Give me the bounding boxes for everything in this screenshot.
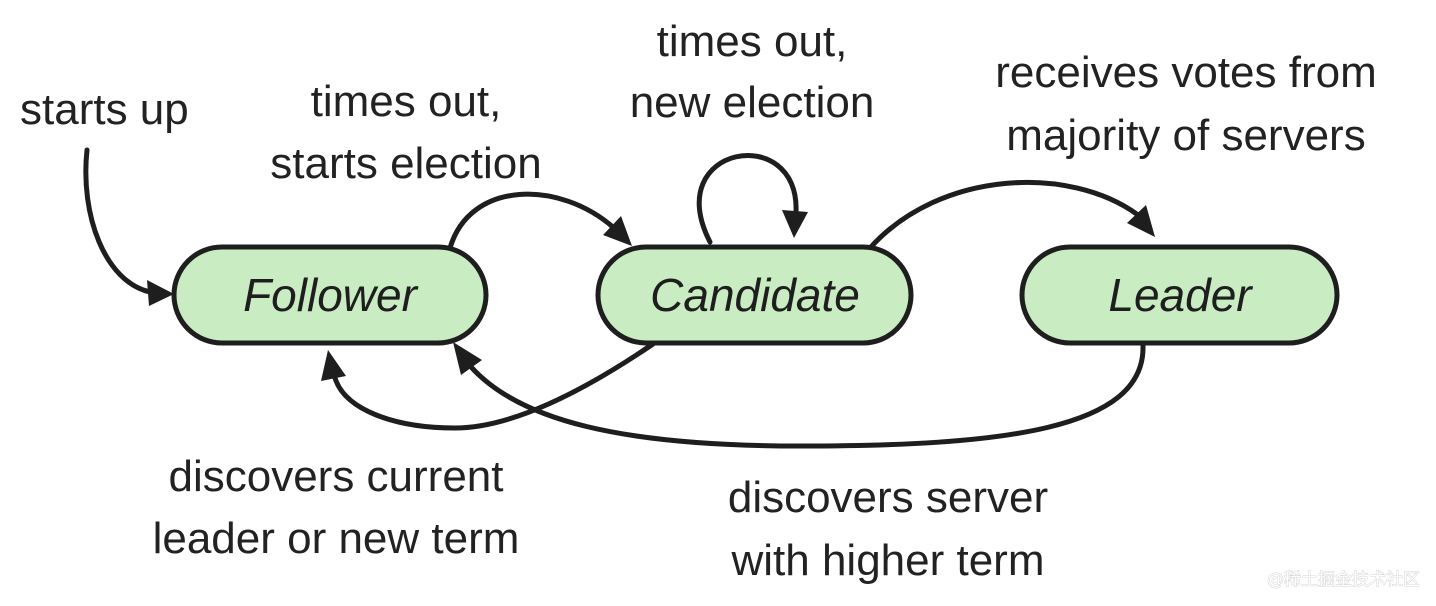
arrowhead-leader-to-follower — [453, 342, 482, 375]
label-discovers-current-leader-line2: leader or new term — [153, 514, 520, 563]
node-leader-shape — [1019, 244, 1340, 346]
label-discovers-higher-term-line1: discovers server — [728, 473, 1048, 522]
label-receives-votes-line2: majority of servers — [1006, 111, 1365, 160]
node-candidate-shape — [595, 244, 914, 346]
label-starts-up: starts up — [20, 85, 189, 134]
edge-candidate-self-loop — [696, 153, 799, 245]
edge-leader-to-follower — [469, 343, 1146, 449]
label-receives-votes-line1: receives votes from — [995, 48, 1376, 97]
node-leader-label: Leader — [1108, 269, 1253, 321]
watermark: @稀土掘金技术社区 — [1267, 570, 1420, 590]
edge-candidate-to-follower — [332, 341, 656, 431]
edge-candidate-to-leader — [867, 180, 1141, 251]
node-follower-shape — [171, 244, 489, 346]
node-candidate: Candidate — [595, 244, 914, 346]
node-follower-label: Follower — [243, 269, 419, 321]
arrowhead-starts-up — [147, 280, 174, 306]
edge-starts-up — [83, 147, 153, 295]
edge-follower-to-candidate — [447, 191, 617, 251]
arrowhead-candidate-to-follower — [321, 350, 346, 381]
label-discovers-higher-term-line2: with higher term — [730, 536, 1044, 585]
node-candidate-label: Candidate — [650, 269, 860, 321]
label-times-out-starts-election-line1: times out, — [311, 77, 502, 126]
label-times-out-starts-election-line2: starts election — [270, 139, 541, 188]
label-times-out-new-election-line2: new election — [630, 78, 875, 127]
label-discovers-current-leader-line1: discovers current — [168, 452, 503, 501]
label-times-out-new-election-line1: times out, — [657, 17, 848, 66]
arrowhead-candidate-to-leader — [1127, 205, 1155, 237]
arrowhead-follower-to-candidate — [603, 216, 632, 246]
node-leader: Leader — [1019, 244, 1340, 346]
node-follower: Follower — [171, 244, 489, 346]
arrowhead-candidate-self-loop — [782, 210, 808, 238]
